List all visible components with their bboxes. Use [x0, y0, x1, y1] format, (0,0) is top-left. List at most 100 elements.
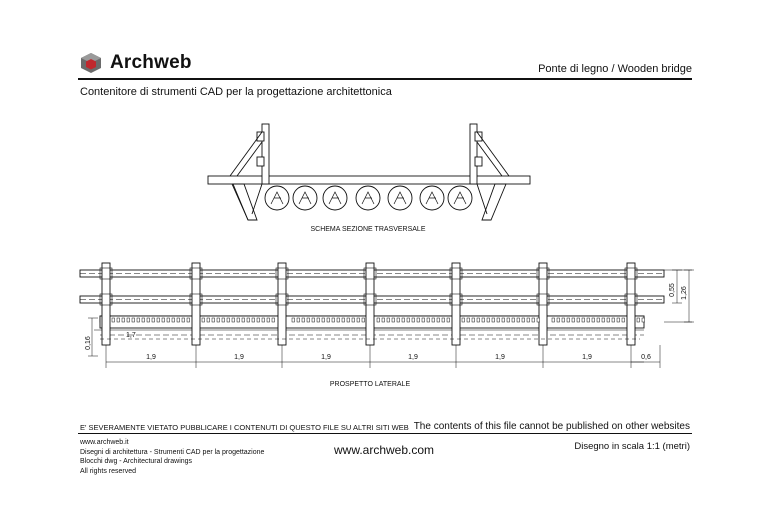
deck-plank: [171, 317, 175, 323]
deck-plank: [301, 317, 305, 323]
footer-line-3: All rights reserved: [80, 467, 137, 475]
deck-plank: [386, 317, 390, 323]
page-subtitle: Contenitore di strumenti CAD per la prog…: [80, 86, 392, 98]
elevation-posts: [99, 262, 638, 346]
dim-span-5: 1,9: [495, 354, 505, 361]
deck-plank: [416, 317, 420, 323]
deck-plank: [561, 317, 565, 323]
deck-plank: [511, 317, 515, 323]
post-bracket: [99, 293, 113, 306]
deck-plank: [306, 317, 310, 323]
deck-plank: [391, 317, 395, 323]
deck-plank: [271, 317, 275, 323]
deck-plank: [161, 317, 165, 323]
deck-plank: [616, 317, 620, 323]
deck-plank: [411, 317, 415, 323]
dim-span-2: 1,9: [234, 354, 244, 361]
post-bracket: [449, 267, 463, 280]
deck-plank: [426, 317, 430, 323]
elevation-post: [538, 262, 548, 346]
header-divider: [78, 78, 692, 80]
archweb-logo-icon: [80, 52, 102, 74]
footer-site: www.archweb.it: [80, 439, 129, 446]
dim-span-1: 1,9: [146, 354, 156, 361]
deck-plank: [491, 317, 495, 323]
deck-plank: [636, 317, 640, 323]
deck-plank: [531, 317, 535, 323]
deck-plank: [396, 317, 400, 323]
deck-plank: [421, 317, 425, 323]
deck-plank: [241, 317, 245, 323]
deck-plank: [551, 317, 555, 323]
deck-plank: [246, 317, 250, 323]
elevation-post: [101, 262, 111, 346]
deck-plank: [296, 317, 300, 323]
deck-plank: [601, 317, 605, 323]
deck-plank: [586, 317, 590, 323]
elevation-post: [451, 262, 461, 346]
deck-plank: [401, 317, 405, 323]
deck-plank: [471, 317, 475, 323]
dim-overall: 1,7: [126, 332, 136, 339]
deck-plank: [146, 317, 150, 323]
deck-plank: [461, 317, 465, 323]
deck-plank: [311, 317, 315, 323]
deck-plank: [256, 317, 260, 323]
deck-plank: [641, 317, 645, 323]
dim-span-3: 1,9: [321, 354, 331, 361]
post-bracket: [99, 267, 113, 280]
deck-plank: [326, 317, 330, 323]
deck-plank: [251, 317, 255, 323]
deck-plank: [376, 317, 380, 323]
post-bracket: [363, 267, 377, 280]
deck-plank: [236, 317, 240, 323]
post-bracket: [624, 267, 638, 280]
deck-plank: [166, 317, 170, 323]
deck-plank: [131, 317, 135, 323]
deck-plank: [351, 317, 355, 323]
deck-plank: [481, 317, 485, 323]
deck-plank: [181, 317, 185, 323]
footer-url-link[interactable]: www.archweb.com: [334, 443, 435, 457]
deck-plank: [556, 317, 560, 323]
dim-span-4: 1,9: [408, 354, 418, 361]
deck-plank: [516, 317, 520, 323]
deck-plank: [321, 317, 325, 323]
deck-plank: [216, 317, 220, 323]
deck-plank: [486, 317, 490, 323]
footer-credits: www.archweb.it Disegni di architettura -…: [80, 438, 264, 476]
deck-plank: [211, 317, 215, 323]
dim-left-height: 0,16: [85, 336, 92, 350]
footer-divider: [78, 433, 692, 434]
deck-plank: [446, 317, 450, 323]
deck-plank: [506, 317, 510, 323]
deck-plank: [576, 317, 580, 323]
deck-plank: [206, 317, 210, 323]
deck-plank: [571, 317, 575, 323]
brand-name: Archweb: [110, 52, 192, 73]
deck-plank: [431, 317, 435, 323]
deck-plank: [441, 317, 445, 323]
dim-rail-height: 0,55: [669, 283, 676, 297]
deck-plank: [466, 317, 470, 323]
deck-plank: [221, 317, 225, 323]
elevation-post: [191, 262, 201, 346]
deck-plank: [266, 317, 270, 323]
deck-plank: [261, 317, 265, 323]
deck-plank: [501, 317, 505, 323]
dim-span-6: 1,9: [582, 354, 592, 361]
post-bracket: [536, 293, 550, 306]
deck-plank: [141, 317, 145, 323]
dimension-labels: 1,9 1,9 1,9 1,9 1,9 1,9 0,6 1,7 0,16 0,5…: [85, 283, 688, 361]
deck-plank: [496, 317, 500, 323]
deck-plank: [111, 317, 115, 323]
deck-plank: [346, 317, 350, 323]
post-bracket: [449, 293, 463, 306]
deck-plank: [356, 317, 360, 323]
deck-plank: [186, 317, 190, 323]
deck-planks: [111, 317, 645, 323]
deck-plank: [291, 317, 295, 323]
post-bracket: [275, 293, 289, 306]
footer-line-1: Disegni di architettura - Strumenti CAD …: [80, 448, 265, 456]
